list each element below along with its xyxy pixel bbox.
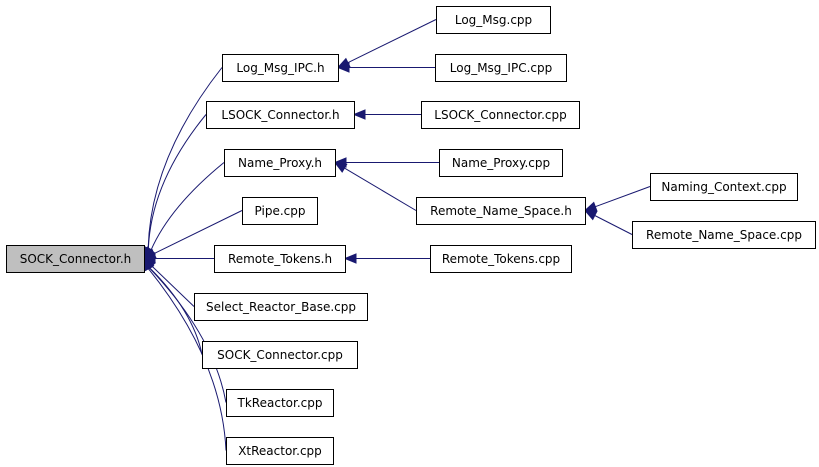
edge-name-proxy-cpp-to-name-proxy-h: [333, 157, 440, 168]
node-lsock-connector-cpp[interactable]: LSOCK_Connector.cpp: [421, 101, 580, 129]
node-remote-tokens-cpp[interactable]: Remote_Tokens.cpp: [430, 245, 572, 273]
edge-line: [151, 265, 195, 307]
node-box: [436, 6, 551, 34]
edge-line: [153, 210, 243, 255]
node-box: [224, 149, 336, 177]
edge-log-msg-ipc-h-to-sock-connector-h: [143, 67, 223, 260]
node-label: Log_Msg_IPC.cpp: [450, 61, 552, 75]
node-label: Remote_Tokens.cpp: [442, 252, 560, 266]
node-label: LSOCK_Connector.h: [221, 108, 339, 122]
node-log-msg-ipc-h[interactable]: Log_Msg_IPC.h: [222, 54, 339, 82]
node-sock-connector-cpp[interactable]: SOCK_Connector.cpp: [202, 341, 358, 369]
node-box: [226, 389, 334, 417]
edge-log-msg-ipc-cpp-to-log-msg-ipc-h: [336, 62, 435, 73]
node-tkreactor-cpp[interactable]: TkReactor.cpp: [226, 389, 334, 417]
node-box: [206, 101, 355, 129]
node-label: XtReactor.cpp: [238, 444, 322, 458]
node-label: Name_Proxy.h: [238, 156, 322, 170]
arrowhead-icon: [336, 62, 350, 73]
arrowhead-icon: [343, 253, 357, 264]
edge-line: [147, 67, 223, 249]
edge-line: [150, 162, 225, 251]
node-remote-name-space-h[interactable]: Remote_Name_Space.h: [416, 197, 586, 225]
node-label: Naming_Context.cpp: [661, 180, 786, 194]
node-name-proxy-h[interactable]: Name_Proxy.h: [224, 149, 336, 177]
edge-lsock-connector-cpp-to-lsock-connector-h: [352, 109, 422, 120]
edge-remote-name-space-cpp-to-remote-name-space-h: [583, 209, 633, 235]
node-label: Name_Proxy.cpp: [452, 156, 550, 170]
node-box: [214, 245, 346, 273]
node-label: SOCK_Connector.h: [20, 252, 132, 266]
node-name-proxy-cpp[interactable]: Name_Proxy.cpp: [439, 149, 563, 177]
edge-remote-tokens-h-to-sock-connector-h: [142, 253, 214, 264]
node-label: SOCK_Connector.cpp: [217, 348, 343, 362]
edge-naming-context-cpp-to-remote-name-space-h: [583, 186, 651, 212]
node-box: [435, 54, 567, 82]
edge-line: [347, 19, 437, 64]
node-label: LSOCK_Connector.cpp: [434, 108, 566, 122]
node-label: Remote_Name_Space.cpp: [646, 228, 802, 242]
node-log-msg-cpp[interactable]: Log_Msg.cpp: [436, 6, 551, 34]
edge-remote-tokens-cpp-to-remote-tokens-h: [343, 253, 430, 264]
node-box: [242, 197, 318, 225]
arrowhead-icon: [352, 109, 366, 120]
edge-line: [344, 167, 417, 211]
edge-line: [594, 215, 633, 235]
node-label: Log_Msg_IPC.h: [236, 61, 324, 75]
edge-remote-name-space-h-to-name-proxy-h: [333, 161, 417, 211]
node-box: [226, 437, 334, 465]
node-box: [421, 101, 580, 129]
edge-name-proxy-h-to-sock-connector-h: [143, 162, 225, 260]
arrowhead-icon: [583, 209, 598, 221]
edge-log-msg-cpp-to-log-msg-ipc-h: [336, 19, 437, 69]
node-select-reactor-base-cpp[interactable]: Select_Reactor_Base.cpp: [194, 293, 368, 321]
node-box: [416, 197, 586, 225]
node-box: [439, 149, 563, 177]
node-remote-name-space-cpp[interactable]: Remote_Name_Space.cpp: [632, 221, 816, 249]
node-label: Select_Reactor_Base.cpp: [206, 300, 356, 314]
node-box: [202, 341, 358, 369]
nodes-layer: SOCK_Connector.h Log_Msg_IPC.hLSOCK_Conne…: [6, 6, 816, 465]
node-box: [632, 221, 816, 249]
node-log-msg-ipc-cpp[interactable]: Log_Msg_IPC.cpp: [435, 54, 567, 82]
node-sock-connector-h[interactable]: SOCK_Connector.h: [6, 245, 145, 273]
node-naming-context-cpp[interactable]: Naming_Context.cpp: [650, 173, 798, 201]
edge-line: [149, 267, 227, 403]
edge-line: [147, 114, 207, 249]
node-xtreactor-cpp[interactable]: XtReactor.cpp: [226, 437, 334, 465]
node-lsock-connector-h[interactable]: LSOCK_Connector.h: [206, 101, 355, 129]
node-box: [430, 245, 572, 273]
node-label: Log_Msg.cpp: [455, 13, 532, 27]
node-box: [650, 173, 798, 201]
node-label: Remote_Name_Space.h: [430, 204, 572, 218]
edges-layer: [142, 19, 651, 451]
arrowhead-icon: [333, 161, 348, 173]
node-box: [194, 293, 368, 321]
node-box: [222, 54, 339, 82]
edge-line: [595, 186, 651, 208]
node-pipe-cpp[interactable]: Pipe.cpp: [242, 197, 318, 225]
arrowhead-icon: [583, 201, 598, 212]
node-remote-tokens-h[interactable]: Remote_Tokens.h: [214, 245, 346, 273]
node-label: Pipe.cpp: [255, 204, 306, 218]
node-label: TkReactor.cpp: [237, 396, 323, 410]
edge-tkreactor-cpp-to-sock-connector-h: [143, 257, 227, 403]
node-label: Remote_Tokens.h: [228, 252, 332, 266]
node-box: [6, 245, 145, 273]
